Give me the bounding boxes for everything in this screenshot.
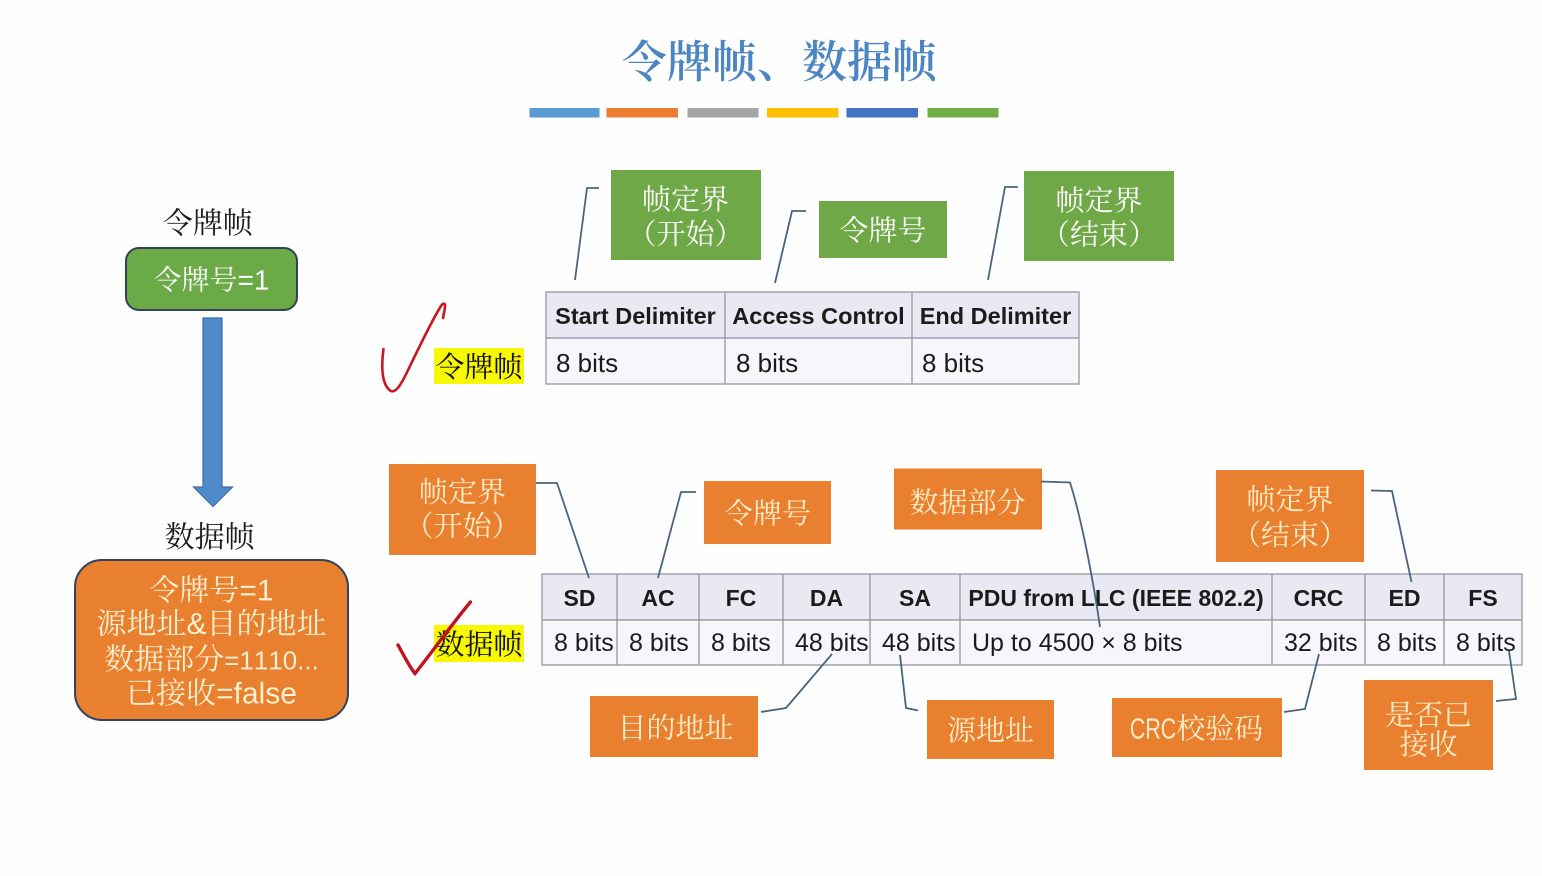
svg-text:8 bits: 8 bits xyxy=(711,629,771,657)
svg-text:ED: ED xyxy=(1389,585,1421,611)
svg-text:32 bits: 32 bits xyxy=(1284,629,1358,657)
svg-text:8 bits: 8 bits xyxy=(629,629,689,657)
svg-text:8 bits: 8 bits xyxy=(1377,629,1437,657)
svg-text:CRC: CRC xyxy=(1294,585,1344,611)
svg-text:8 bits: 8 bits xyxy=(736,348,798,378)
svg-text:48 bits: 48 bits xyxy=(882,629,956,657)
svg-text:Access Control: Access Control xyxy=(732,303,904,329)
svg-text:FS: FS xyxy=(1468,585,1497,611)
svg-text:Up to 4500 × 8 bits: Up to 4500 × 8 bits xyxy=(972,629,1183,657)
svg-text:SA: SA xyxy=(899,585,931,611)
svg-text:8 bits: 8 bits xyxy=(922,348,984,378)
svg-text:8 bits: 8 bits xyxy=(556,348,618,378)
svg-text:End Delimiter: End Delimiter xyxy=(920,303,1071,329)
svg-text:FC: FC xyxy=(726,585,757,611)
svg-text:PDU from LLC (IEEE 802.2): PDU from LLC (IEEE 802.2) xyxy=(968,585,1263,611)
svg-text:8 bits: 8 bits xyxy=(1456,629,1516,657)
svg-text:SD: SD xyxy=(564,585,596,611)
svg-text:48 bits: 48 bits xyxy=(795,629,869,657)
svg-text:DA: DA xyxy=(810,585,843,611)
svg-text:8 bits: 8 bits xyxy=(554,629,614,657)
svg-text:Start Delimiter: Start Delimiter xyxy=(555,303,716,329)
svg-text:AC: AC xyxy=(641,585,674,611)
